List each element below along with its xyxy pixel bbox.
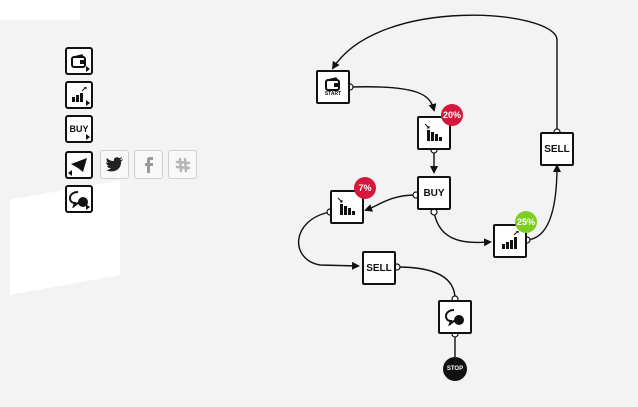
falling-chart-icon	[424, 123, 442, 141]
sms-icon	[445, 309, 464, 326]
facebook-tool-button[interactable]	[134, 150, 163, 179]
twitter-icon	[105, 157, 123, 172]
edge-sell-to-start	[331, 14, 558, 132]
edge-rise-to-sell	[526, 164, 561, 241]
buy-tool-button[interactable]: BUY	[65, 115, 93, 143]
buy-tool-label: BUY	[69, 124, 89, 134]
telegram-tool-button[interactable]	[65, 151, 93, 179]
edge-drop2-to-sell	[297, 211, 360, 270]
slack-tool-button[interactable]	[168, 150, 197, 179]
rising-chart-icon	[502, 231, 519, 249]
sell-node-label: SELL	[544, 143, 570, 155]
edge-buy-to-rise	[433, 211, 492, 247]
start-wallet-node[interactable]: START	[316, 70, 350, 104]
falling-chart-icon	[337, 197, 355, 215]
price-drop-node-2[interactable]	[330, 190, 364, 224]
wallet-icon	[71, 54, 86, 68]
sms-node[interactable]	[438, 300, 472, 334]
twitter-tool-button[interactable]	[100, 150, 129, 179]
drop-percent-badge-2: 7%	[354, 177, 376, 199]
stop-node[interactable]: STOP	[443, 357, 467, 381]
sell-node-bottom[interactable]: SELL	[362, 251, 396, 285]
edge-sell-to-sms	[396, 266, 456, 300]
rise-percent-badge: 25%	[515, 211, 537, 233]
rising-chart-tool-button[interactable]	[65, 81, 93, 109]
start-label: START	[324, 91, 342, 97]
rising-chart-icon	[72, 87, 87, 102]
edge-start-to-drop	[349, 86, 437, 112]
sms-tool-button[interactable]	[65, 185, 93, 213]
telegram-icon	[71, 158, 87, 172]
facebook-icon	[144, 156, 153, 173]
sell-node-right[interactable]: SELL	[540, 132, 574, 166]
drop-percent-badge: 20%	[441, 104, 463, 126]
buy-node[interactable]: BUY	[417, 176, 451, 210]
bg-shape-topleft	[0, 0, 80, 20]
edge-buy-to-drop2	[364, 194, 417, 212]
wallet-icon	[325, 77, 340, 91]
wallet-tool-button[interactable]	[65, 47, 93, 75]
slack-icon	[175, 157, 190, 172]
buy-node-label: BUY	[423, 187, 445, 199]
sell-node-label: SELL	[366, 262, 392, 274]
